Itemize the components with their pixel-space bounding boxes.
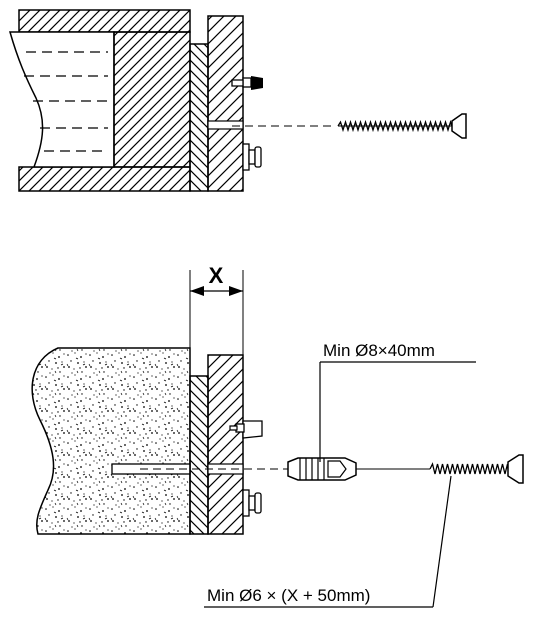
top-screw-icon (337, 113, 467, 139)
bottom-figure-concrete-wall (31, 347, 336, 535)
bottom-screw-icon (362, 454, 524, 484)
upper-latch-icon-bottom (229, 420, 263, 439)
insulation-layer (9, 31, 115, 168)
dimension-x-label: X (209, 263, 224, 288)
lower-knob-icon-bottom (242, 489, 262, 517)
wall-plug-icon (287, 457, 362, 481)
wood-top-beam (18, 9, 191, 33)
wood-bottom-beam (18, 166, 191, 192)
plug-spec-label: Min Ø8×40mm (323, 341, 435, 360)
upper-latch-icon (231, 76, 263, 90)
wall-board (189, 43, 209, 192)
screw-spec-label: Min Ø6 × (X + 50mm) (207, 586, 370, 605)
drilled-hole (111, 463, 191, 475)
screw-spec-callout: Min Ø6 × (X + 50mm) (204, 475, 452, 608)
plug-spec-callout: Min Ø8×40mm (319, 341, 476, 462)
plate-screw-hole (207, 120, 244, 130)
mounting-plate-bottom (207, 354, 244, 535)
insulation-dashes (24, 51, 108, 152)
wooden-stud (113, 31, 191, 168)
top-figure-wood-wall (9, 9, 336, 192)
dimension-x: X (189, 263, 244, 355)
wall-board-bottom (189, 375, 209, 535)
concrete-wall (31, 347, 191, 535)
mounting-plate (207, 15, 244, 192)
lower-knob-icon (242, 143, 262, 171)
